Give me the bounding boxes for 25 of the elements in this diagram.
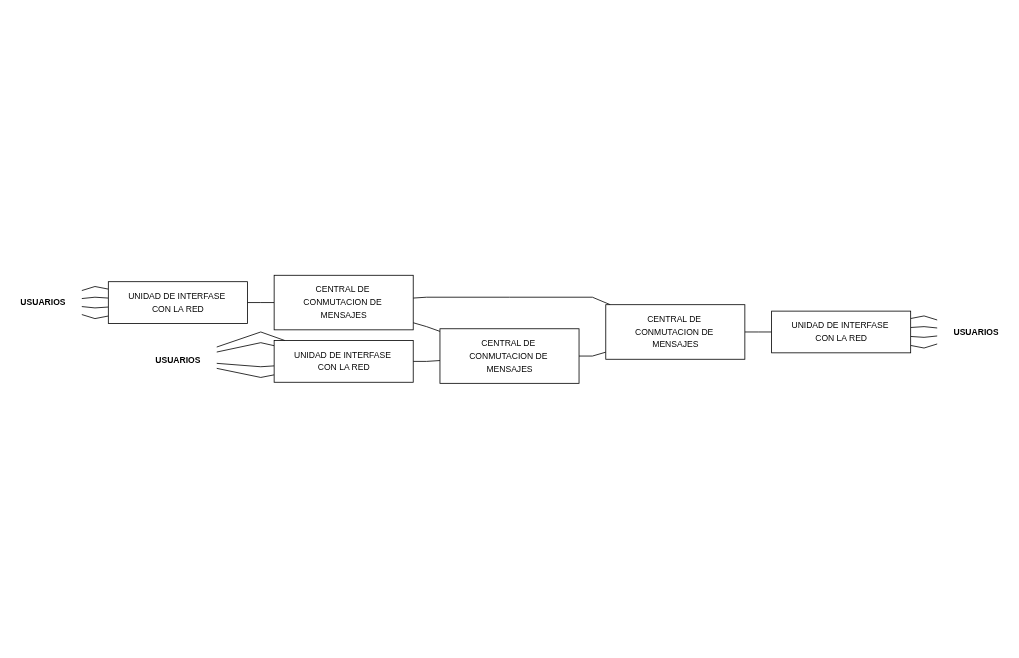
connector [81,305,109,308]
connector [412,322,441,332]
connector [81,313,109,319]
node-box: CENTRAL DE CONMUTACION DE MENSAJES [273,274,414,330]
connector [910,343,938,349]
connector [216,362,275,367]
connector [744,331,772,333]
connector [247,301,275,303]
node-box: UNIDAD DE INTERFASE CON LA RED [273,339,414,383]
connector [910,325,938,329]
node-box: CENTRAL DE CONMUTACION DE MENSAJES [605,304,746,360]
node-box: UNIDAD DE INTERFASE CON LA RED [771,310,912,353]
connector [216,341,275,353]
node-box: CENTRAL DE CONMUTACION DE MENSAJES [439,328,580,384]
node-text: USUARIOS [953,326,999,336]
connector [81,285,109,291]
connector [910,315,938,321]
connector [578,351,607,357]
connector [910,335,938,338]
connector [216,367,275,378]
connector [412,359,441,362]
node-text: USUARIOS [155,355,201,365]
connector [81,296,109,299]
node-box: UNIDAD DE INTERFASE CON LA RED [107,281,248,324]
node-text: USUARIOS [20,297,66,307]
